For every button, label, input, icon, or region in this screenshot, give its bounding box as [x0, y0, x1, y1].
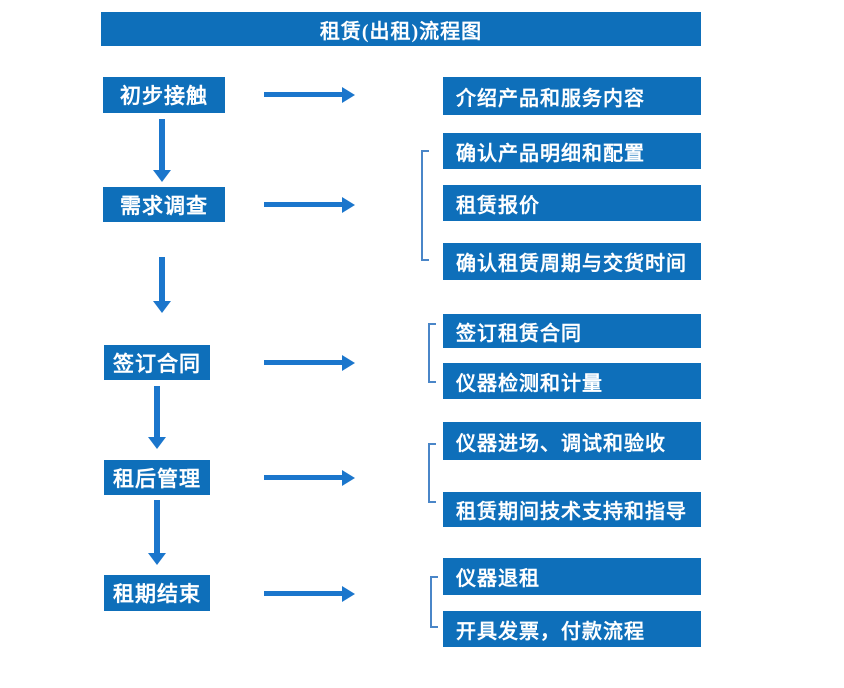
stage-box-rental-end: 租期结束 — [104, 575, 210, 611]
detail-box-confirm-rental-period: 确认租赁周期与交货时间 — [443, 243, 701, 280]
detail-box-instrument-entry-acceptance: 仪器进场、调试和验收 — [443, 422, 701, 460]
arrow-right-initial-contact — [264, 86, 355, 103]
detail-box-instrument-testing: 仪器检测和计量 — [443, 363, 701, 399]
arrow-down-2 — [153, 257, 171, 313]
arrow-right-rental-end — [264, 585, 355, 602]
bracket-rental-end-group — [430, 576, 438, 628]
detail-box-instrument-return: 仪器退租 — [443, 558, 701, 595]
arrow-down-1 — [153, 119, 171, 182]
detail-box-confirm-product-details: 确认产品明细和配置 — [443, 133, 701, 169]
bracket-sign-contract-group — [428, 323, 436, 383]
stage-box-sign-contract: 签订合同 — [104, 345, 210, 380]
stage-box-post-rental-management: 租后管理 — [104, 460, 210, 495]
detail-box-technical-support: 租赁期间技术支持和指导 — [443, 492, 701, 527]
bracket-demand-survey-group — [421, 150, 429, 261]
bracket-post-rental-group — [428, 443, 436, 503]
arrow-down-3 — [148, 386, 166, 449]
arrow-right-demand-survey — [264, 196, 355, 213]
detail-box-rental-quotation: 租赁报价 — [443, 185, 701, 221]
arrow-down-4 — [148, 500, 166, 565]
detail-box-introduce-products: 介绍产品和服务内容 — [443, 77, 701, 115]
stage-box-demand-survey: 需求调查 — [103, 187, 225, 222]
arrow-right-sign-contract — [264, 354, 355, 371]
stage-box-initial-contact: 初步接触 — [103, 77, 225, 113]
detail-box-invoice-payment: 开具发票，付款流程 — [443, 611, 701, 647]
detail-box-sign-rental-contract: 签订租赁合同 — [443, 314, 701, 348]
arrow-right-post-rental-management — [264, 469, 355, 486]
diagram-title: 租赁(出租)流程图 — [101, 12, 701, 46]
